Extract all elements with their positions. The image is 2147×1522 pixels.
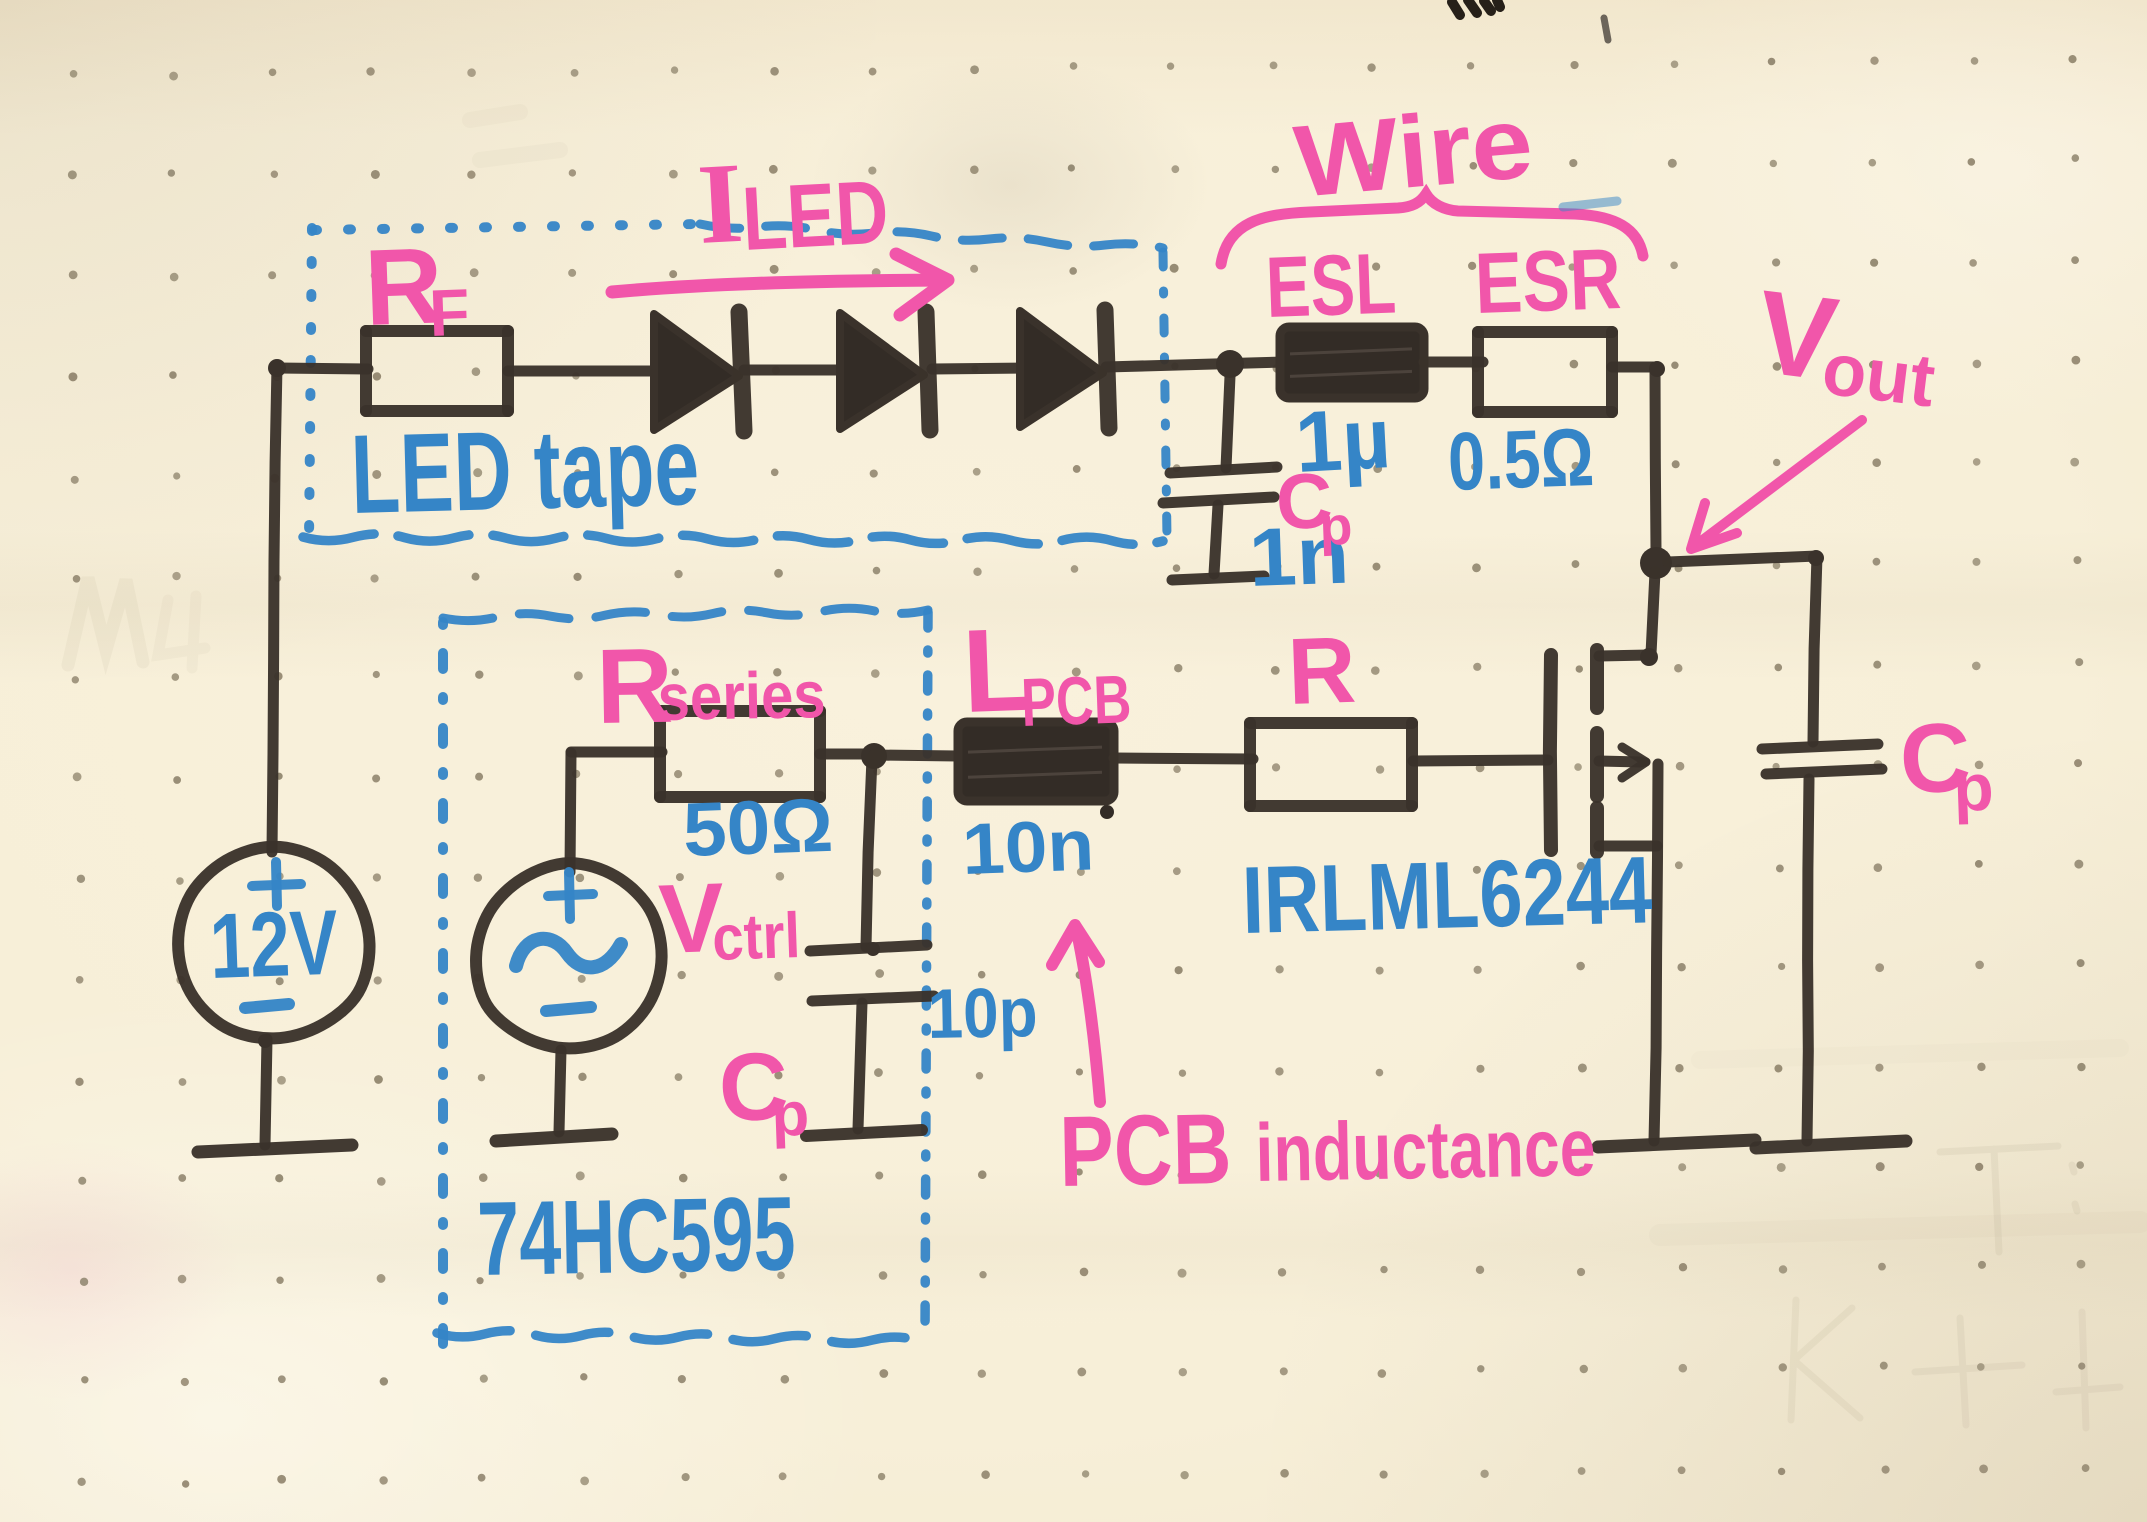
svg-text:74HC595: 74HC595 <box>476 1175 796 1298</box>
svg-text:L: L <box>960 604 1037 738</box>
svg-text:1µ: 1µ <box>1293 390 1393 491</box>
svg-text:C: C <box>717 1033 790 1142</box>
svg-text:series: series <box>657 657 826 734</box>
svg-text:I: I <box>695 139 746 268</box>
svg-text:0.5Ω: 0.5Ω <box>1446 412 1595 508</box>
svg-text:inductance: inductance <box>1255 1102 1597 1199</box>
svg-text:10p: 10p <box>927 973 1038 1053</box>
svg-text:1n: 1n <box>1247 510 1350 604</box>
svg-text:C: C <box>1275 456 1334 546</box>
svg-text:12V: 12V <box>208 892 339 998</box>
svg-text:ESL: ESL <box>1264 236 1397 336</box>
svg-text:50Ω: 50Ω <box>682 783 835 873</box>
svg-text:PCB: PCB <box>1020 661 1133 741</box>
svg-text:out: out <box>1818 326 1939 422</box>
svg-text:p: p <box>1318 496 1353 557</box>
svg-text:F: F <box>428 275 471 350</box>
svg-text:C: C <box>1898 702 1973 814</box>
svg-text:V: V <box>1750 266 1844 407</box>
svg-text:R: R <box>1286 617 1358 724</box>
svg-text:10n: 10n <box>961 805 1096 890</box>
svg-text:PCB: PCB <box>1058 1093 1232 1208</box>
svg-text:IRLML6244: IRLML6244 <box>1241 837 1654 954</box>
svg-text:R: R <box>363 224 445 348</box>
svg-text:LED: LED <box>740 162 891 270</box>
svg-text:p: p <box>770 1080 810 1150</box>
svg-text:LED tape: LED tape <box>349 403 700 537</box>
svg-text:ctrl: ctrl <box>711 899 801 974</box>
svg-text:R: R <box>595 627 674 746</box>
svg-text:Wire: Wire <box>1290 85 1537 219</box>
svg-text:V: V <box>657 862 726 974</box>
svg-text:p: p <box>1952 750 1995 825</box>
svg-text:ESR: ESR <box>1473 231 1622 332</box>
